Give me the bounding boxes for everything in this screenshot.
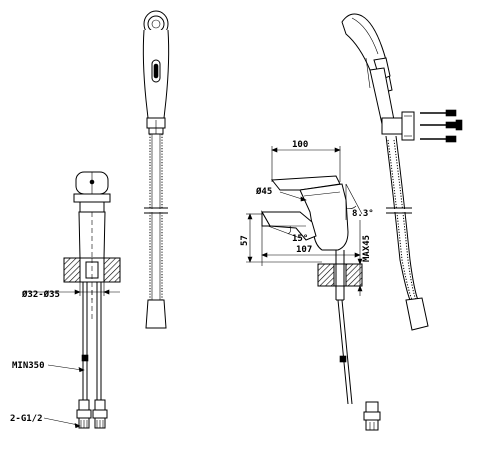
connection-label: 2-G1/2	[10, 414, 43, 424]
screw-icon	[420, 109, 463, 143]
reach-label: 107	[296, 245, 312, 255]
faucet-front-view: Ø32-Ø35 MIN350 2-G1/2	[10, 171, 121, 429]
top-length-label: 100	[292, 140, 308, 150]
faucet-side-view: 100 Ø45 8.3° 15° 57 107	[240, 140, 381, 431]
shower-side-view	[341, 13, 463, 331]
hose-length-label: MIN350	[12, 361, 45, 371]
hole-diameter-label: Ø32-Ø35	[21, 289, 60, 300]
spout-angle-label: 15°	[292, 234, 308, 244]
shower-head-front-view	[142, 10, 170, 329]
body-diameter-label: Ø45	[255, 186, 272, 197]
max-thickness-label: MAX45	[362, 235, 372, 262]
spout-height-label: 57	[240, 235, 250, 246]
tilt-angle-label: 8.3°	[352, 209, 374, 219]
